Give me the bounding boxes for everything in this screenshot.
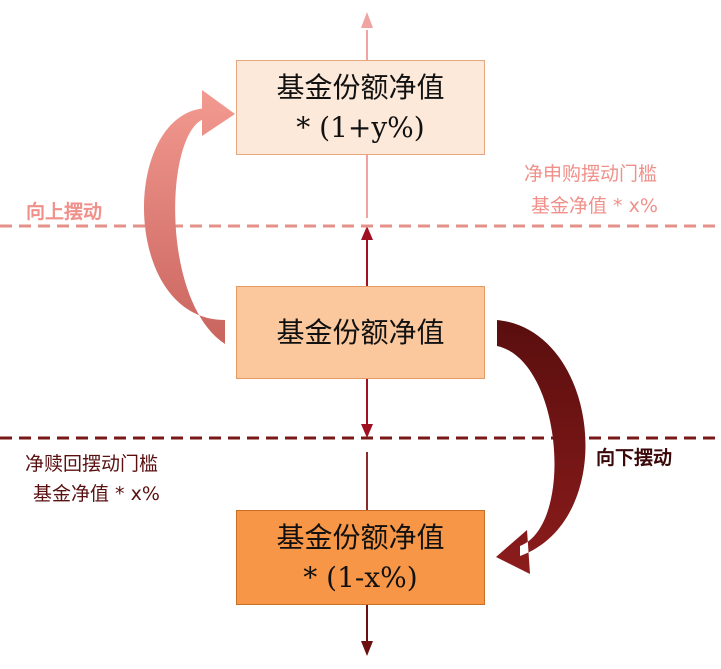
nav-down-box-line1: 基金份额净值 xyxy=(276,520,445,554)
subscription-threshold-label-line2: 基金净值 * x% xyxy=(531,195,658,217)
swing-down-arrow xyxy=(496,320,586,574)
axis-arrowhead-top xyxy=(361,12,373,28)
nav-down-box-line2: * (1-x%) xyxy=(303,560,418,594)
nav-down-box: 基金份额净值 * (1-x%) xyxy=(236,510,485,605)
swing-up-label: 向上摆动 xyxy=(26,201,103,223)
nav-up-box: 基金份额净值 * (1+y%) xyxy=(236,60,485,155)
axis-arrowhead-upper-threshold xyxy=(361,226,373,240)
axis-arrowhead-bottom xyxy=(361,641,373,656)
nav-middle-box: 基金份额净值 xyxy=(236,286,485,379)
nav-up-box-line1: 基金份额净值 xyxy=(276,70,445,104)
swing-down-label: 向下摆动 xyxy=(596,447,673,469)
redemption-threshold-label-line1: 净赎回摆动门槛 xyxy=(25,453,159,475)
nav-middle-box-line1: 基金份额净值 xyxy=(276,315,445,349)
swing-up-arrow xyxy=(143,90,235,344)
axis-arrowhead-lower-threshold xyxy=(361,424,373,438)
nav-up-box-line2: * (1+y%) xyxy=(296,110,425,144)
subscription-threshold-label-line1: 净申购摆动门槛 xyxy=(524,163,658,185)
redemption-threshold-label-line2: 基金净值 * x% xyxy=(33,483,160,505)
